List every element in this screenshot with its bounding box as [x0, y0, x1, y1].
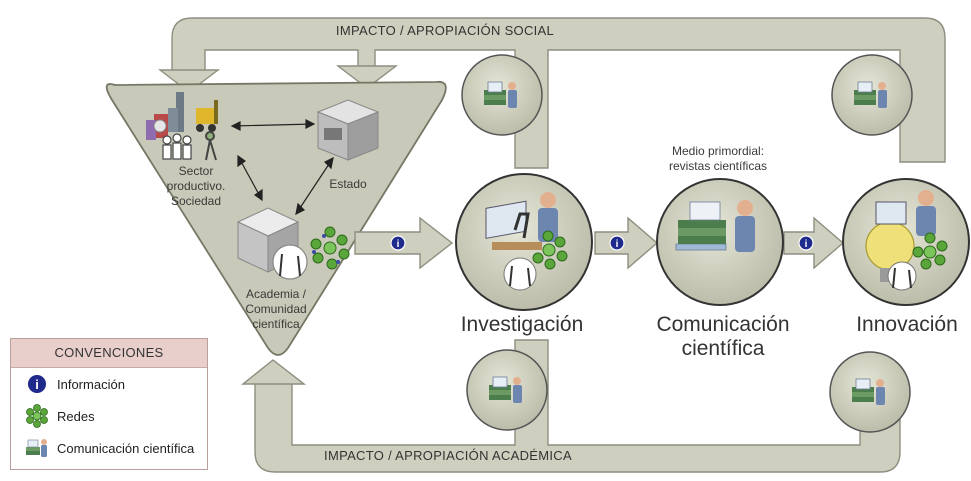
bottom-impact-band [254, 339, 901, 473]
top-band-arrowhead-right [335, 65, 399, 89]
legend-label: Redes [57, 408, 95, 424]
info-icon [390, 235, 406, 251]
academia-label-1: Academia / [246, 287, 307, 301]
academia-label-2: Comunidad [245, 302, 306, 316]
medio-label-1: Medio primordial: [672, 144, 764, 158]
innovacion-label: Innovación [856, 313, 958, 336]
publication-circle-bottom-left [466, 349, 548, 431]
academia-building-illustration [236, 207, 308, 280]
comunicacion-label-1: Comunicación [656, 313, 789, 336]
network-cluster-triangle [310, 226, 350, 270]
network-icon [25, 404, 49, 428]
svg-text:i: i [35, 377, 39, 392]
info-icon [609, 235, 625, 251]
publication-circle-top-right [831, 54, 913, 136]
legend-label: Comunicación científica [57, 440, 195, 456]
sector-label-1: Sector [179, 164, 214, 178]
sector-label-3: Sociedad [171, 194, 221, 208]
innovacion-node [842, 178, 970, 306]
academia-label-3: científica [252, 317, 300, 331]
bottom-band-label: IMPACTO / APROPIACIÓN ACADÉMICA [324, 448, 572, 463]
state-building-illustration [316, 99, 380, 161]
publication-circle-top-left [461, 54, 543, 136]
legend-item-comunicacion: Comunicación científica [11, 432, 207, 464]
estado-label: Estado [329, 177, 367, 191]
top-band-arrowhead-left [157, 69, 221, 93]
info-icon [798, 235, 814, 251]
legend-item-redes: Redes [11, 400, 207, 432]
investigacion-label: Investigación [461, 313, 584, 336]
comunicacion-label-2: científica [682, 337, 765, 360]
sector-label-2: productivo. [167, 179, 226, 193]
info-icon: i [25, 372, 49, 396]
publication-icon [25, 436, 49, 460]
top-band-label: IMPACTO / APROPIACIÓN SOCIAL [336, 23, 554, 38]
legend-title: CONVENCIONES [11, 339, 207, 368]
legend-label: Información [57, 376, 125, 392]
productive-sector-illustration [146, 92, 218, 161]
flow-arrow-investigacion-to-comunicacion [594, 216, 659, 270]
legend-item-informacion: i Información [11, 368, 207, 400]
publication-circle-bottom-right [829, 351, 911, 433]
bottom-band-arrowhead [241, 359, 307, 385]
top-impact-band [171, 17, 946, 169]
investigacion-node [455, 173, 593, 311]
comunicacion-node [656, 178, 784, 306]
legend-box: CONVENCIONES i Información Redes Comunic… [10, 338, 208, 470]
medio-label-2: revistas científicas [669, 159, 767, 173]
triangle-connector-arrows [230, 119, 334, 216]
